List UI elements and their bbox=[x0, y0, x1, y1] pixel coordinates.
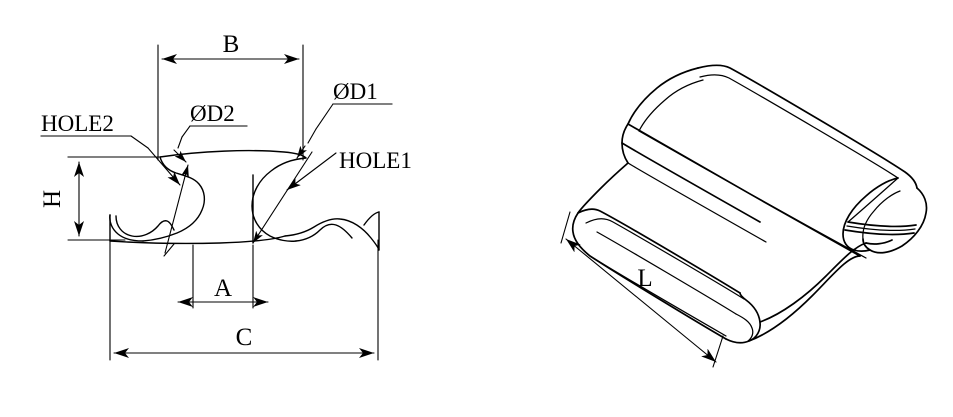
iso-right-pocket-outer bbox=[862, 187, 928, 254]
iso-ridge-line-2 bbox=[627, 123, 861, 257]
iso-body-right-sweep bbox=[748, 255, 861, 342]
label-diameter-d1: ØD1 bbox=[333, 79, 378, 104]
section-left-claw-inner bbox=[115, 215, 175, 238]
iso-right-tail-edge bbox=[865, 239, 893, 245]
dimension-l bbox=[560, 211, 724, 368]
iso-right-pocket-inner bbox=[842, 177, 899, 252]
dimension-b bbox=[157, 44, 304, 161]
iso-plate-rib-1 bbox=[585, 218, 745, 300]
dimension-c bbox=[109, 239, 379, 361]
iso-top-back-ridge bbox=[697, 64, 918, 189]
iso-left-shoulder-step bbox=[621, 142, 761, 223]
section-right-claw-lower bbox=[284, 218, 380, 251]
leader-hole1 bbox=[286, 152, 337, 191]
iso-front-hook-inner bbox=[735, 313, 754, 342]
iso-right-pocket-slot-fill bbox=[846, 225, 916, 232]
iso-right-pocket-slot-bottom bbox=[844, 229, 915, 236]
iso-left-shoulder-step-inner bbox=[627, 162, 767, 243]
dimension-label-c: C bbox=[236, 324, 253, 351]
iso-crown-left-edge bbox=[627, 67, 699, 125]
isometric-view: L bbox=[560, 64, 928, 368]
dimension-label-b: B bbox=[223, 31, 240, 58]
dimension-label-l: L bbox=[637, 265, 652, 292]
section-right-hook-upper bbox=[251, 157, 307, 242]
section-bottom-outline bbox=[109, 235, 286, 245]
cross-section-view: HOLE2 ØD2 ØD1 HOLE1 B A C H bbox=[39, 31, 412, 361]
iso-plate-top-edge bbox=[577, 208, 741, 294]
iso-body-left-face bbox=[577, 162, 629, 214]
iso-ridge-line-3 bbox=[847, 177, 899, 223]
section-right-claw-upper bbox=[295, 223, 353, 242]
label-diameter-d2: ØD2 bbox=[190, 101, 235, 126]
dimension-a bbox=[177, 244, 269, 309]
label-hole2: HOLE2 bbox=[41, 111, 114, 136]
dimension-label-h: H bbox=[39, 190, 66, 208]
section-upper-surface bbox=[159, 149, 307, 159]
dimension-h bbox=[67, 156, 126, 241]
section-right-outer-tip bbox=[363, 211, 380, 226]
label-hole1: HOLE1 bbox=[339, 148, 412, 173]
iso-crown-left-rib1 bbox=[638, 79, 704, 132]
leader-diameter-d2 bbox=[163, 125, 248, 257]
iso-right-pocket-slot-top bbox=[847, 221, 917, 228]
dimension-label-a: A bbox=[214, 275, 232, 302]
iso-tail-lower-sweep bbox=[759, 242, 867, 323]
iso-right-inner-curve bbox=[862, 190, 901, 240]
iso-top-back-ridge-inner bbox=[699, 74, 899, 179]
leader-hole2 bbox=[40, 135, 181, 186]
